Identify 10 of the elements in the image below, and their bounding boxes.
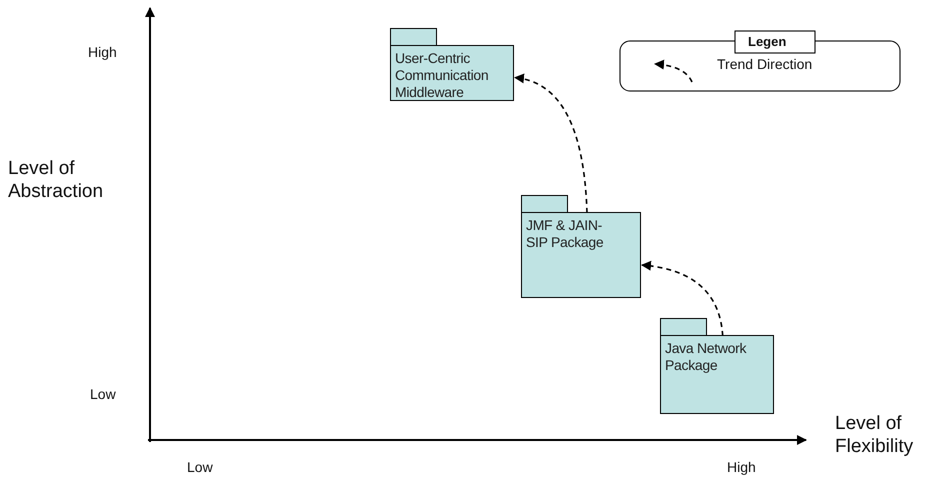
axis-title: Level of Flexibility (835, 412, 914, 458)
axis-label: High (727, 459, 756, 475)
axis-label: High (88, 44, 117, 60)
axis-label: Low (187, 459, 213, 475)
dashed-arrow (514, 74, 588, 214)
legend-title: Legen (748, 34, 786, 49)
axis-label: Low (90, 386, 116, 402)
legend-text: Trend Direction (717, 56, 812, 72)
axis-title: Level of Abstraction (8, 157, 104, 203)
dashed-arrow (641, 261, 724, 336)
